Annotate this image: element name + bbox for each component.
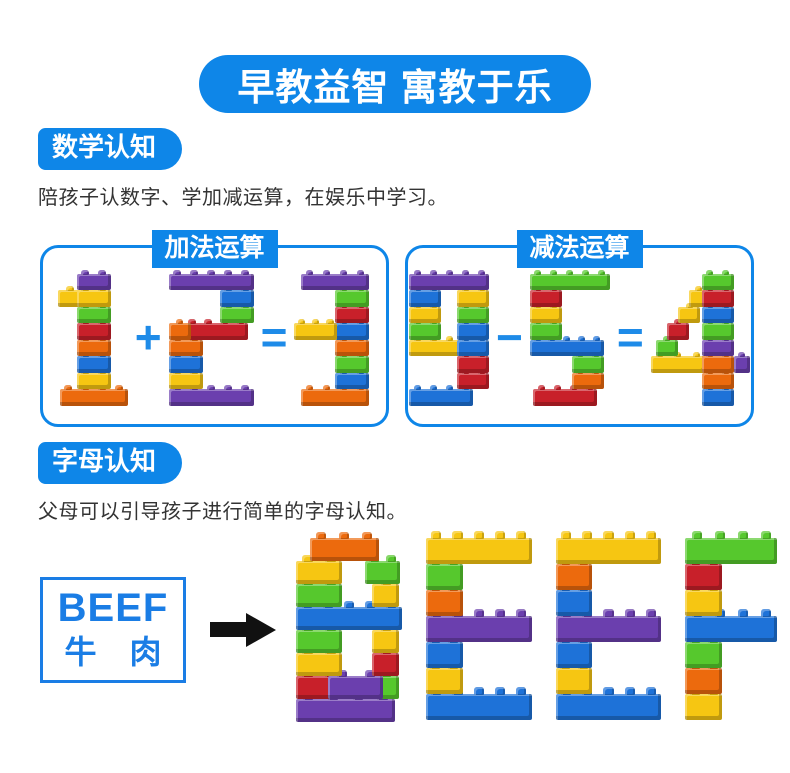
equals-sign: =: [616, 310, 644, 363]
arrow-shaft: [210, 622, 246, 638]
arrow-head: [246, 612, 276, 647]
plus-sign: +: [134, 310, 162, 363]
blocks-digit-2: [168, 269, 254, 406]
blocks-digit-9: [409, 269, 490, 406]
letter-section-label-text: 字母认知: [52, 445, 157, 476]
page-title: 早教益智 寓教于乐: [237, 67, 553, 108]
blocks-digit-5: [529, 269, 610, 406]
blocks-letter-f: [685, 531, 778, 720]
minus-sign: −: [496, 310, 523, 363]
word-chinese: 牛 肉: [64, 634, 174, 671]
blocks-letter-e: [555, 531, 662, 720]
blocks-digit-4: [650, 269, 750, 406]
math-section-label-text: 数学认知: [52, 132, 157, 162]
subtraction-box: 减法运算 − =: [405, 229, 754, 427]
math-section-label: 数学认知: [38, 128, 183, 170]
addition-box-title: 加法运算: [151, 229, 278, 268]
letter-section-label: 字母认知: [38, 441, 183, 484]
letter-example-row: BEEF 牛 肉: [40, 531, 790, 722]
addition-equation: + =: [43, 248, 386, 406]
subtraction-box-title: 减法运算: [516, 229, 643, 268]
promo-page: 早教益智 寓教于乐 数学认知 陪孩子认数字、学加减运算，在娱乐中学习。 加法运算…: [0, 55, 790, 773]
blocks-letter-b: [296, 531, 402, 722]
subtraction-equation: − =: [408, 248, 751, 406]
word-card: BEEF 牛 肉: [40, 576, 186, 683]
blocks-letter-e: [425, 531, 532, 720]
page-title-banner: 早教益智 寓教于乐: [199, 55, 591, 113]
block-letters: [296, 531, 778, 722]
equals-sign: =: [260, 310, 288, 363]
math-section-description: 陪孩子认数字、学加减运算，在娱乐中学习。: [38, 186, 448, 209]
blocks-digit-3: [294, 269, 371, 406]
letter-section-description: 父母可以引导孩子进行简单的字母认知。: [38, 500, 407, 523]
word-english: BEEF: [57, 586, 169, 631]
equation-boxes: 加法运算 + = 减法运算 − =: [40, 229, 754, 427]
blocks-digit-1: [58, 269, 128, 406]
right-arrow-icon: [210, 612, 276, 647]
addition-box: 加法运算 + =: [40, 229, 389, 427]
